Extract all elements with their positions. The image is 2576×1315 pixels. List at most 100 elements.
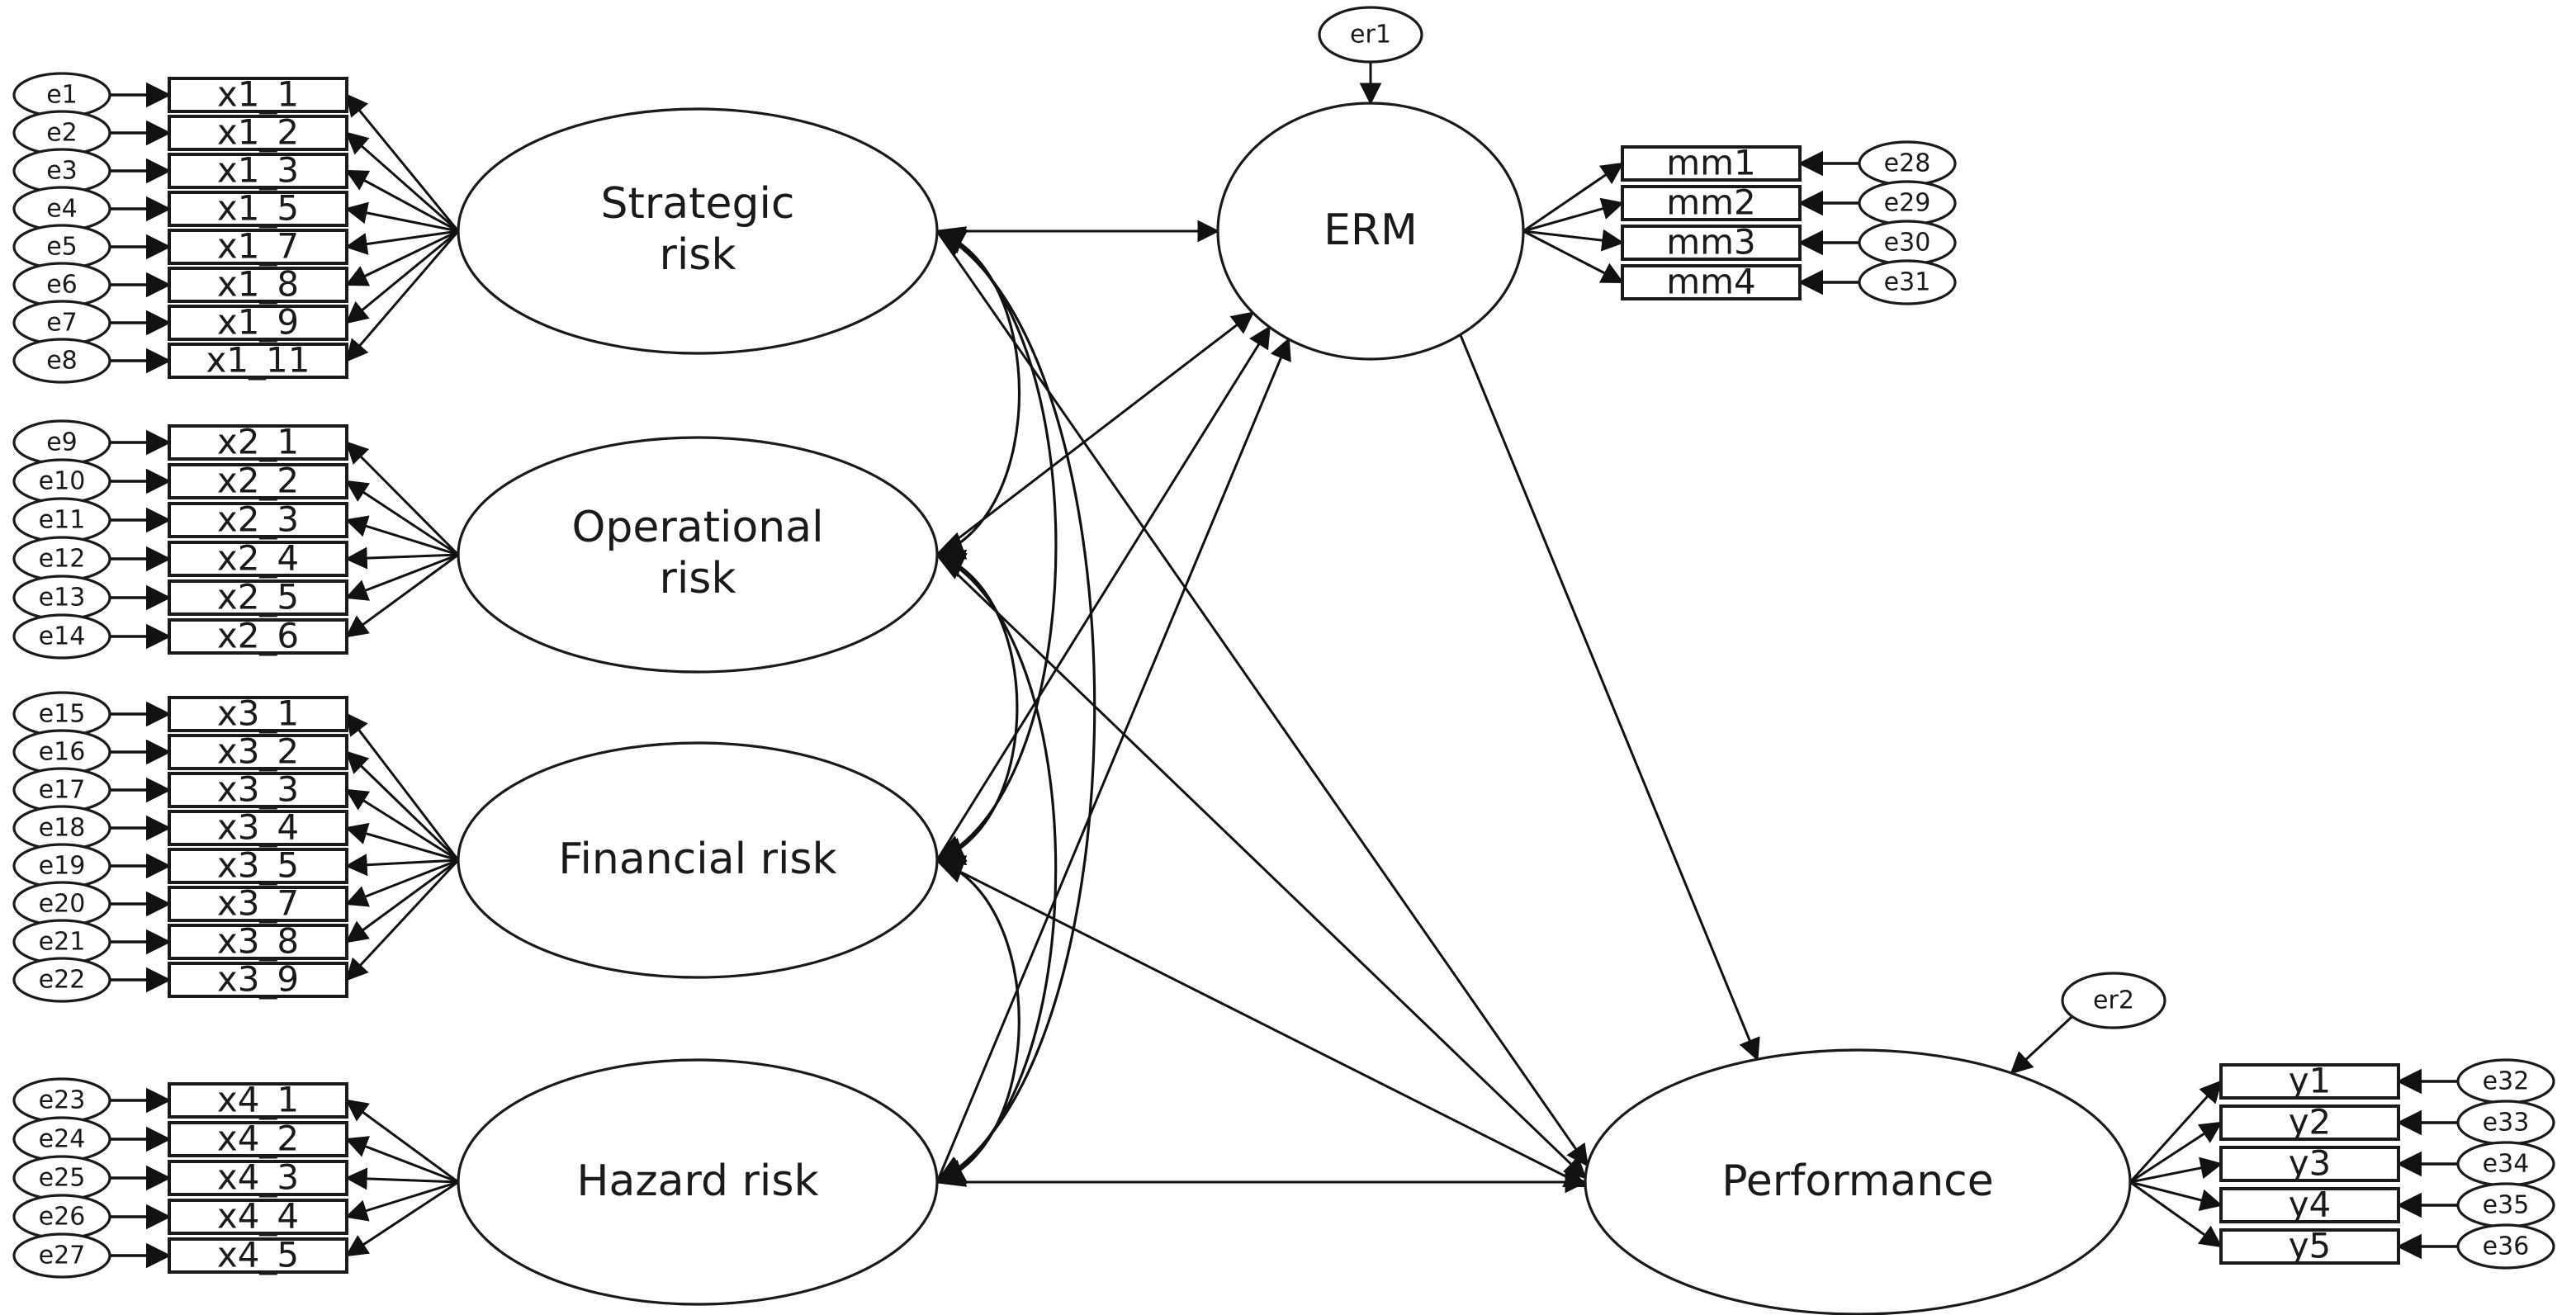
error-label-e8: e8	[46, 347, 78, 376]
loading-path-strategic-to-x1_11	[345, 230, 460, 362]
error-label-e13: e13	[39, 584, 86, 613]
disturbance-ellipse-er1	[1318, 6, 1423, 64]
error-label-e9: e9	[46, 428, 78, 457]
latent-label-erm: ERM	[1324, 206, 1418, 255]
error-label-e15: e15	[39, 700, 86, 729]
loading-path-strategic-to-x1_2	[345, 131, 459, 233]
loading-path-strategic-to-x1_5	[344, 201, 459, 233]
disturbance-label-er2: er2	[2093, 986, 2134, 1015]
indicator-box-x2_2	[168, 463, 348, 499]
indicator-box-x3_3	[168, 772, 348, 808]
indicator-box-x2_4	[168, 541, 348, 577]
disturbance-label-er1: er1	[1350, 21, 1391, 50]
indicator-label-x3_7: x3_7	[217, 883, 299, 924]
indicator-label-x4_1: x4_1	[217, 1080, 299, 1120]
loading-path-erm-to-mm1	[1522, 162, 1624, 233]
loading-path-erm-to-mm2	[1522, 197, 1625, 233]
indicator-box-x1_5	[168, 191, 348, 227]
indicator-label-x3_8: x3_8	[217, 921, 299, 962]
loading-path-financial-to-x3_5	[344, 854, 459, 877]
error-label-e5: e5	[46, 233, 78, 262]
indicator-label-x3_4: x3_4	[217, 807, 299, 848]
indicator-label-x3_5: x3_5	[217, 845, 299, 886]
error-label-e11: e11	[39, 506, 86, 535]
indicator-label-x3_1: x3_1	[217, 693, 299, 734]
nodes-group: x1_1e1x1_2e2x1_3e3x1_5e4x1_7e5x1_8e6x1_9…	[12, 6, 2555, 1315]
loading-path-hazard-to-x4_5	[345, 1180, 459, 1257]
latent-ellipse-performance	[1584, 1048, 2132, 1315]
loading-path-operational-to-x2_5	[344, 553, 459, 601]
indicator-label-x1_5: x1_5	[217, 188, 299, 229]
latent-label-operational-line1: Operational	[571, 503, 823, 552]
error-label-e6: e6	[46, 271, 78, 300]
indicator-box-x4_5	[168, 1237, 348, 1274]
error-label-e2: e2	[46, 119, 78, 148]
latent-ellipse-hazard	[457, 1058, 939, 1306]
error-label-e34: e34	[2483, 1150, 2530, 1179]
indicator-label-x3_2: x3_2	[217, 731, 299, 772]
latent-label-financial: Financial risk	[558, 835, 836, 884]
error-ellipse-e8	[12, 338, 111, 384]
indicator-box-x1_2	[168, 115, 348, 151]
covariance-arcs-group	[935, 226, 1096, 1187]
indicator-label-x4_2: x4_2	[217, 1119, 299, 1159]
error-label-e18: e18	[39, 814, 86, 843]
indicator-box-x1_1	[168, 77, 348, 113]
indicator-box-x2_1	[168, 424, 348, 461]
disturbance-ellipse-er2	[2061, 972, 2166, 1029]
indicator-box-x1_8	[168, 267, 348, 303]
indicator-label-x2_2: x2_2	[217, 461, 299, 501]
error-ellipse-e27	[12, 1232, 111, 1279]
error-label-e28: e28	[1884, 149, 1931, 178]
loading-path-financial-to-x3_3	[345, 788, 459, 862]
indicator-label-x2_1: x2_1	[217, 422, 299, 462]
indicator-box-mm3	[1621, 225, 1802, 261]
indicator-label-x1_9: x1_9	[217, 302, 299, 343]
indicator-label-mm3: mm3	[1666, 222, 1756, 263]
indicator-label-mm4: mm4	[1666, 262, 1756, 302]
structural-path-operational-to-performance	[935, 553, 1587, 1180]
loading-path-performance-to-y2	[2129, 1121, 2223, 1184]
indicator-box-mm2	[1621, 185, 1802, 221]
indicator-label-x2_6: x2_6	[217, 616, 299, 656]
loading-path-operational-to-x2_1	[345, 441, 460, 556]
latent-label-performance: Performance	[1721, 1157, 1994, 1206]
error-label-e23: e23	[39, 1086, 86, 1115]
indicator-box-x1_3	[168, 153, 348, 189]
indicator-label-y3: y3	[2289, 1143, 2332, 1184]
indicator-box-x2_5	[168, 579, 348, 616]
error-label-e33: e33	[2483, 1109, 2530, 1138]
error-label-e14: e14	[39, 622, 86, 651]
error-label-e35: e35	[2483, 1191, 2530, 1220]
indicator-box-x3_9	[168, 962, 348, 998]
error-label-e29: e29	[1884, 189, 1931, 218]
structural-path-erm-to-performance	[1459, 333, 1760, 1062]
loading-path-erm-to-mm3	[1522, 229, 1625, 252]
disturbance-paths-group	[1359, 61, 2074, 1075]
latent-label-strategic-line1: Strategic	[600, 179, 794, 229]
indicator-box-x3_8	[168, 924, 348, 960]
indicator-box-mm4	[1621, 264, 1802, 300]
error-label-e10: e10	[39, 467, 86, 496]
indicator-box-y5	[2219, 1228, 2400, 1265]
loading-path-financial-to-x3_2	[345, 750, 460, 862]
loading-path-financial-to-x3_4	[344, 822, 459, 862]
indicator-box-x4_2	[168, 1121, 348, 1157]
error-ellipse-e14	[12, 613, 111, 660]
loading-path-performance-to-y1	[2129, 1080, 2223, 1184]
indicator-label-y4: y4	[2289, 1185, 2332, 1225]
error-label-e1: e1	[46, 81, 78, 110]
loading-path-strategic-to-x1_9	[345, 229, 459, 324]
error-label-e22: e22	[39, 966, 86, 995]
loading-path-financial-to-x3_7	[344, 859, 459, 907]
covariance-arc-financial-hazard	[935, 855, 1020, 1187]
loading-path-performance-to-y5	[2129, 1180, 2223, 1248]
indicator-box-y1	[2219, 1063, 2400, 1100]
error-label-e3: e3	[46, 157, 78, 186]
error-label-e16: e16	[39, 738, 86, 767]
error-label-e24: e24	[39, 1125, 86, 1154]
indicator-box-x3_4	[168, 810, 348, 846]
indicator-label-x1_1: x1_1	[217, 74, 299, 115]
